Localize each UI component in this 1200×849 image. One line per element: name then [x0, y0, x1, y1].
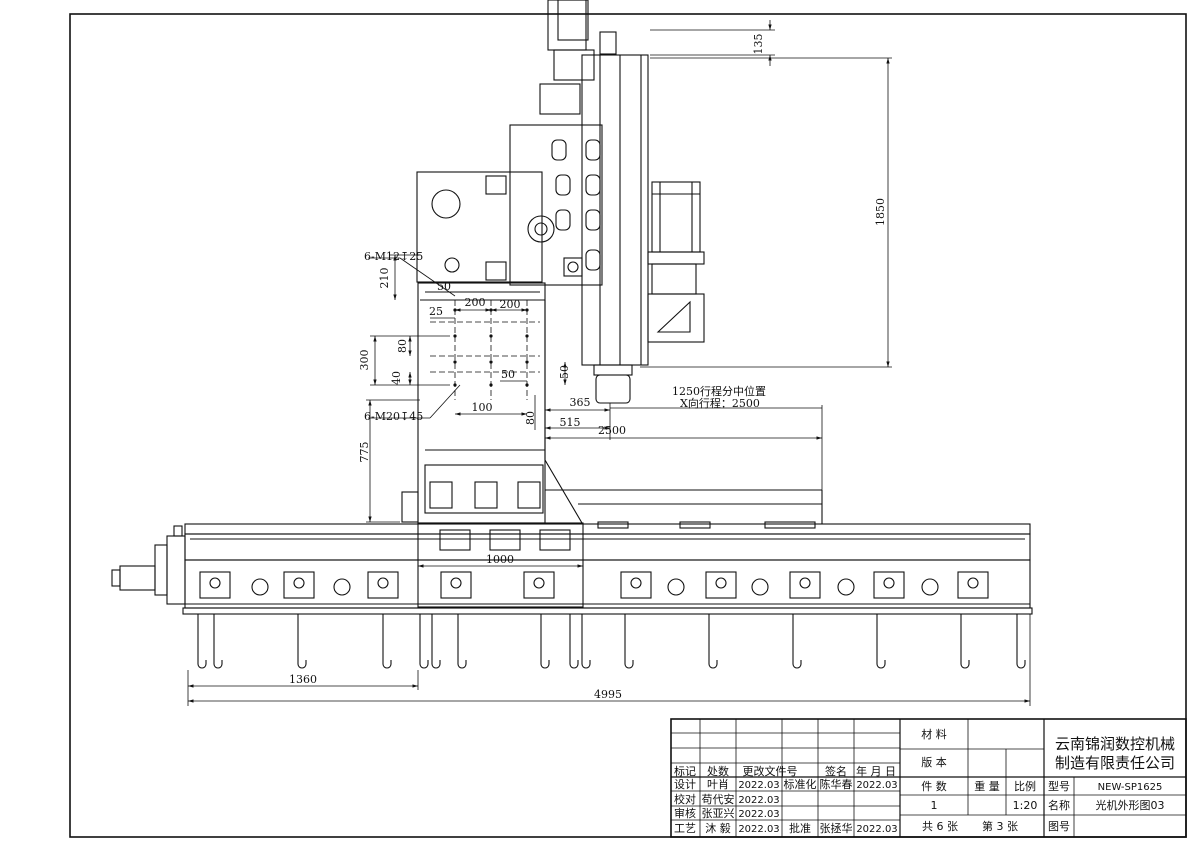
scale-label: 比例: [1014, 779, 1036, 793]
review-name: 张亚兴: [702, 807, 735, 820]
dim-1850: 1850: [874, 198, 887, 226]
dim-1000: 1000: [486, 553, 514, 566]
rev-header-docno: 更改文件号: [743, 764, 798, 778]
dim-50-mid: 50: [501, 368, 515, 381]
rev-header-count: 处数: [707, 765, 729, 778]
review-date: 2022.03: [738, 809, 779, 820]
approve-label: 批准: [789, 821, 811, 835]
dim-80-bottom: 80: [524, 411, 537, 425]
dim-135: 135: [752, 34, 765, 55]
design-name: 叶肖: [707, 777, 729, 791]
drawing-no-label: 图号: [1048, 820, 1070, 833]
std-date: 2022.03: [856, 780, 897, 791]
dim-40: 40: [390, 371, 403, 385]
weight-label: 重 量: [974, 779, 1000, 793]
version-label: 版 本: [921, 755, 947, 769]
process-name: 沐 毅: [705, 821, 731, 835]
approve-date: 2022.03: [856, 824, 897, 835]
check-name: 苟代安: [702, 792, 735, 806]
dim-300: 300: [358, 350, 371, 371]
base-bed: [111, 521, 1033, 669]
dim-775: 775: [358, 442, 371, 463]
dim-50-top: 50: [437, 280, 451, 293]
company-line2: 制造有限责任公司: [1055, 754, 1175, 772]
qty-label: 件 数: [921, 780, 947, 793]
sheet-number: 第 3 张: [982, 819, 1018, 833]
design-date: 2022.03: [738, 780, 779, 791]
dim-1360: 1360: [289, 673, 317, 686]
callout-hole-top: 6-M12↧25: [364, 250, 423, 263]
scale-value: 1:20: [1013, 799, 1038, 812]
dim-515: 515: [560, 416, 581, 429]
title-block: 材 料 版 本 云南锦润数控机械 制造有限责任公司 标记 处数 更改文件号 签名…: [670, 718, 1187, 838]
material-label: 材 料: [921, 727, 947, 741]
callout-travel-mid: 1250行程分中位置: [672, 384, 766, 398]
dim-25: 25: [429, 305, 443, 318]
z-axis-head: [509, 0, 649, 404]
dim-100: 100: [472, 401, 493, 414]
dim-200-b: 200: [500, 298, 521, 311]
callout-hole-bottom: 6-M20↧45: [364, 410, 423, 423]
dimension-texts: 135 1850 210 300 80 40 775 50 200 200 25…: [289, 34, 887, 702]
company-line1: 云南锦润数控机械: [1055, 735, 1175, 753]
rev-header-date: 年 月 日: [856, 764, 896, 778]
std-name: 陈华春: [820, 777, 853, 791]
sheet-count: 共 6 张: [922, 820, 958, 833]
name-label: 名称: [1048, 798, 1070, 812]
check-label: 校对: [674, 792, 696, 806]
name-value: 光机外形图03: [1096, 798, 1165, 812]
model-label: 型号: [1048, 779, 1070, 793]
dim-365: 365: [570, 396, 591, 409]
qty-value: 1: [931, 799, 938, 812]
design-label: 设计: [674, 778, 696, 791]
model-value: NEW-SP1625: [1098, 782, 1163, 793]
dimension-lines: [187, 20, 1031, 706]
leveling-feet: [197, 614, 1026, 669]
review-label: 审核: [674, 806, 696, 820]
dim-200-a: 200: [465, 296, 486, 309]
approve-name: 张拯华: [820, 821, 853, 835]
std-label: 标准化: [784, 777, 817, 791]
check-date: 2022.03: [738, 795, 779, 806]
drawing-border: [69, 13, 1187, 838]
process-date: 2022.03: [738, 824, 779, 835]
dim-210: 210: [378, 268, 391, 289]
process-label: 工艺: [674, 822, 696, 835]
bed-windows: [199, 571, 989, 599]
callout-x-travel: X向行程：2500: [680, 396, 760, 410]
dim-4995: 4995: [594, 688, 622, 701]
column: [401, 171, 823, 608]
rev-header-mark: 标记: [674, 764, 696, 778]
machine-drawing: [111, 0, 1033, 706]
dim-80-left: 80: [396, 339, 409, 353]
z-motor: [647, 181, 705, 343]
dim-50-right: 50: [558, 365, 571, 379]
dim-2500: 2500: [598, 424, 626, 437]
rev-header-sign: 签名: [825, 764, 847, 778]
